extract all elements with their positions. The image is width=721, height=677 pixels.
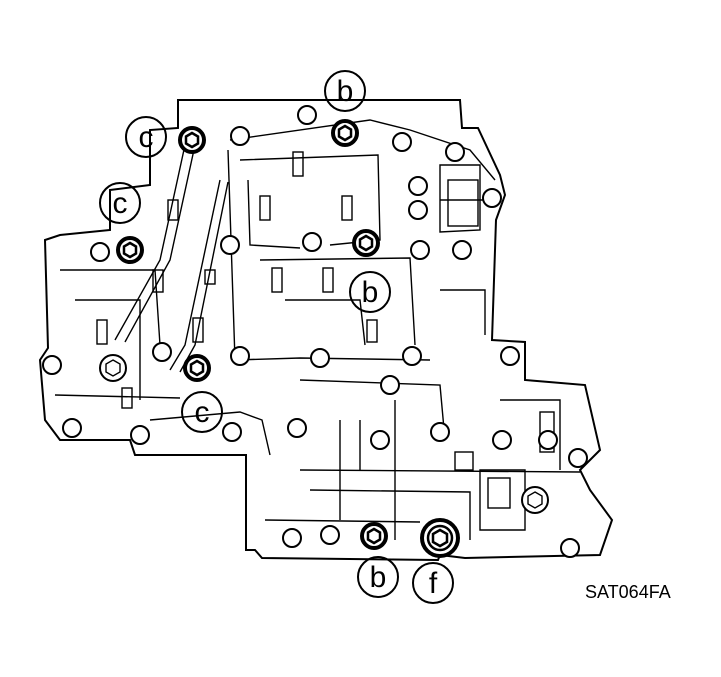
callout-b-bottom: b bbox=[357, 556, 399, 598]
bolt-b-top bbox=[331, 119, 359, 147]
callout-b-top: b bbox=[324, 70, 366, 112]
callout-c-middle: c bbox=[99, 182, 141, 224]
hex-plugs bbox=[99, 354, 549, 514]
callout-b-top-label: b bbox=[337, 75, 354, 108]
callout-c-upper: c bbox=[125, 116, 167, 158]
callout-b-bottom-label: b bbox=[370, 561, 387, 594]
callout-c-middle-label: c bbox=[113, 187, 128, 220]
bolt-c-middle bbox=[116, 236, 144, 264]
callout-c-lower: c bbox=[181, 391, 223, 433]
bolt-b-bottom bbox=[360, 522, 388, 550]
callout-b-center-label: b bbox=[362, 276, 379, 309]
callout-f-bottom: f bbox=[412, 562, 454, 604]
highlighted-bolts bbox=[116, 119, 460, 558]
bolt-holes bbox=[42, 105, 588, 558]
bolt-b-center bbox=[352, 229, 380, 257]
callout-c-lower-label: c bbox=[195, 396, 210, 429]
callout-c-upper-label: c bbox=[139, 121, 154, 154]
valve-body-outline bbox=[38, 99, 614, 562]
bolt-c-lower bbox=[183, 354, 211, 382]
callout-b-center: b bbox=[349, 271, 391, 313]
internal-passages bbox=[54, 119, 581, 540]
bolt-f-bottom bbox=[420, 518, 460, 558]
callout-f-bottom-label: f bbox=[429, 567, 438, 600]
figure-code: SAT064FA bbox=[585, 582, 671, 602]
bolt-c-upper bbox=[178, 126, 206, 154]
